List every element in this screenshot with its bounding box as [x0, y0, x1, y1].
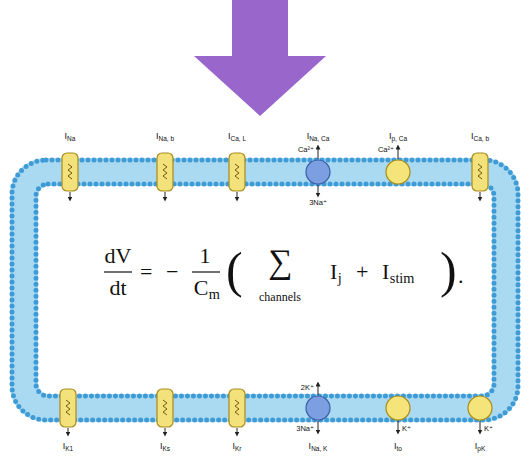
current-arrow: [237, 428, 238, 434]
current-arrow: [237, 192, 238, 199]
current-label: I: [475, 442, 478, 451]
exchanger-symbol: [306, 396, 330, 420]
lipid-heads-outer: [12, 160, 518, 420]
current-subscript: Na: [67, 136, 75, 143]
current-label: I: [228, 132, 231, 141]
current-subscript: K1: [65, 446, 73, 453]
cell-interior: [38, 186, 492, 394]
current-label: I: [394, 442, 397, 451]
ion-arrow: [318, 421, 319, 432]
current-label: I: [471, 132, 474, 141]
flux-arrows: [68, 147, 480, 434]
gate-symbol: [68, 164, 72, 179]
current-subscript: Na, Ca: [309, 136, 329, 143]
ion-label: Ca²⁺: [378, 146, 394, 154]
fraction-bar: [104, 271, 132, 272]
current-subscript: pK: [477, 446, 485, 453]
current-arrow: [165, 428, 166, 434]
current-subscript: Na, K: [311, 446, 327, 453]
channel-symbol: [157, 389, 173, 427]
equation-term: channels: [259, 291, 301, 303]
current-subscript: Na, b: [158, 136, 174, 143]
current-label: I: [156, 132, 159, 141]
equation-term: =: [140, 261, 152, 283]
pump-symbol: [468, 396, 492, 420]
equation-subscript: m: [209, 287, 220, 301]
channel-symbol: [62, 153, 78, 191]
gate-symbol: [235, 400, 239, 415]
equation-subscript: stim: [390, 271, 415, 285]
channel-symbol: [157, 153, 173, 191]
current-label: I: [232, 442, 235, 451]
ion-arrow: [318, 384, 319, 395]
ion-arrow: [480, 421, 481, 432]
ion-label: 3Na⁺: [296, 425, 314, 433]
current-arrow: [165, 192, 166, 199]
equation-subscript: j: [338, 271, 342, 285]
current-subscript: Ca, L: [230, 136, 246, 143]
current-subscript: p, Ca: [391, 136, 407, 143]
equation-term: I: [382, 261, 389, 283]
channel-symbol: [472, 153, 488, 191]
gate-symbol: [163, 400, 167, 415]
ion-label: K⁺: [484, 425, 493, 433]
current-label: I: [63, 442, 66, 451]
fraction-bar: [192, 271, 220, 272]
channel-gates: [66, 164, 482, 415]
ion-label: 3Na⁺: [309, 199, 327, 207]
equation-term: ): [440, 245, 457, 295]
current-label: I: [65, 132, 68, 141]
equation-term: C: [194, 277, 209, 299]
ion-arrow: [398, 421, 399, 432]
ion-arrow: [398, 147, 399, 159]
ion-label: Ca²⁺: [298, 146, 314, 154]
ion-channels: [60, 153, 488, 427]
current-label: I: [389, 132, 392, 141]
exchanger-symbol: [306, 160, 330, 184]
stimulus-arrow: [194, 0, 326, 116]
membrane-band: [10, 158, 520, 422]
current-arrow: [480, 192, 481, 199]
equation-term: ∑: [268, 245, 292, 279]
gate-symbol: [66, 400, 70, 415]
gate-symbol: [478, 164, 482, 179]
current-subscript: Ca, b: [473, 136, 489, 143]
ion-arrow: [318, 147, 319, 159]
current-arrow: [68, 428, 69, 434]
channel-symbol: [229, 153, 245, 191]
equation-term: dV: [105, 245, 132, 267]
gate-symbol: [235, 164, 239, 179]
channel-symbol: [60, 389, 76, 427]
channel-symbol: [229, 389, 245, 427]
ion-label: K⁺: [402, 425, 411, 433]
equation-term: .: [458, 265, 464, 287]
equation-term: 1: [200, 245, 211, 267]
lipid-heads-inner: [36, 184, 494, 396]
current-subscript: to: [397, 446, 402, 453]
ion-arrow: [318, 185, 319, 195]
current-label: I: [160, 442, 163, 451]
current-label: I: [307, 132, 310, 141]
current-subscript: Ks: [162, 446, 170, 453]
equation-term: dt: [109, 277, 126, 299]
gate-symbol: [163, 164, 167, 179]
pump-symbol: [386, 396, 410, 420]
equation-term: I: [330, 261, 337, 283]
equation-term: +: [356, 261, 368, 283]
ion-label: 2K⁺: [301, 384, 314, 392]
current-arrow: [70, 192, 71, 199]
equation-term: (: [226, 245, 243, 295]
equation-term: −: [166, 261, 178, 283]
current-label: I: [309, 442, 312, 451]
current-subscript: Kr: [235, 446, 242, 453]
pump-symbol: [386, 160, 410, 184]
